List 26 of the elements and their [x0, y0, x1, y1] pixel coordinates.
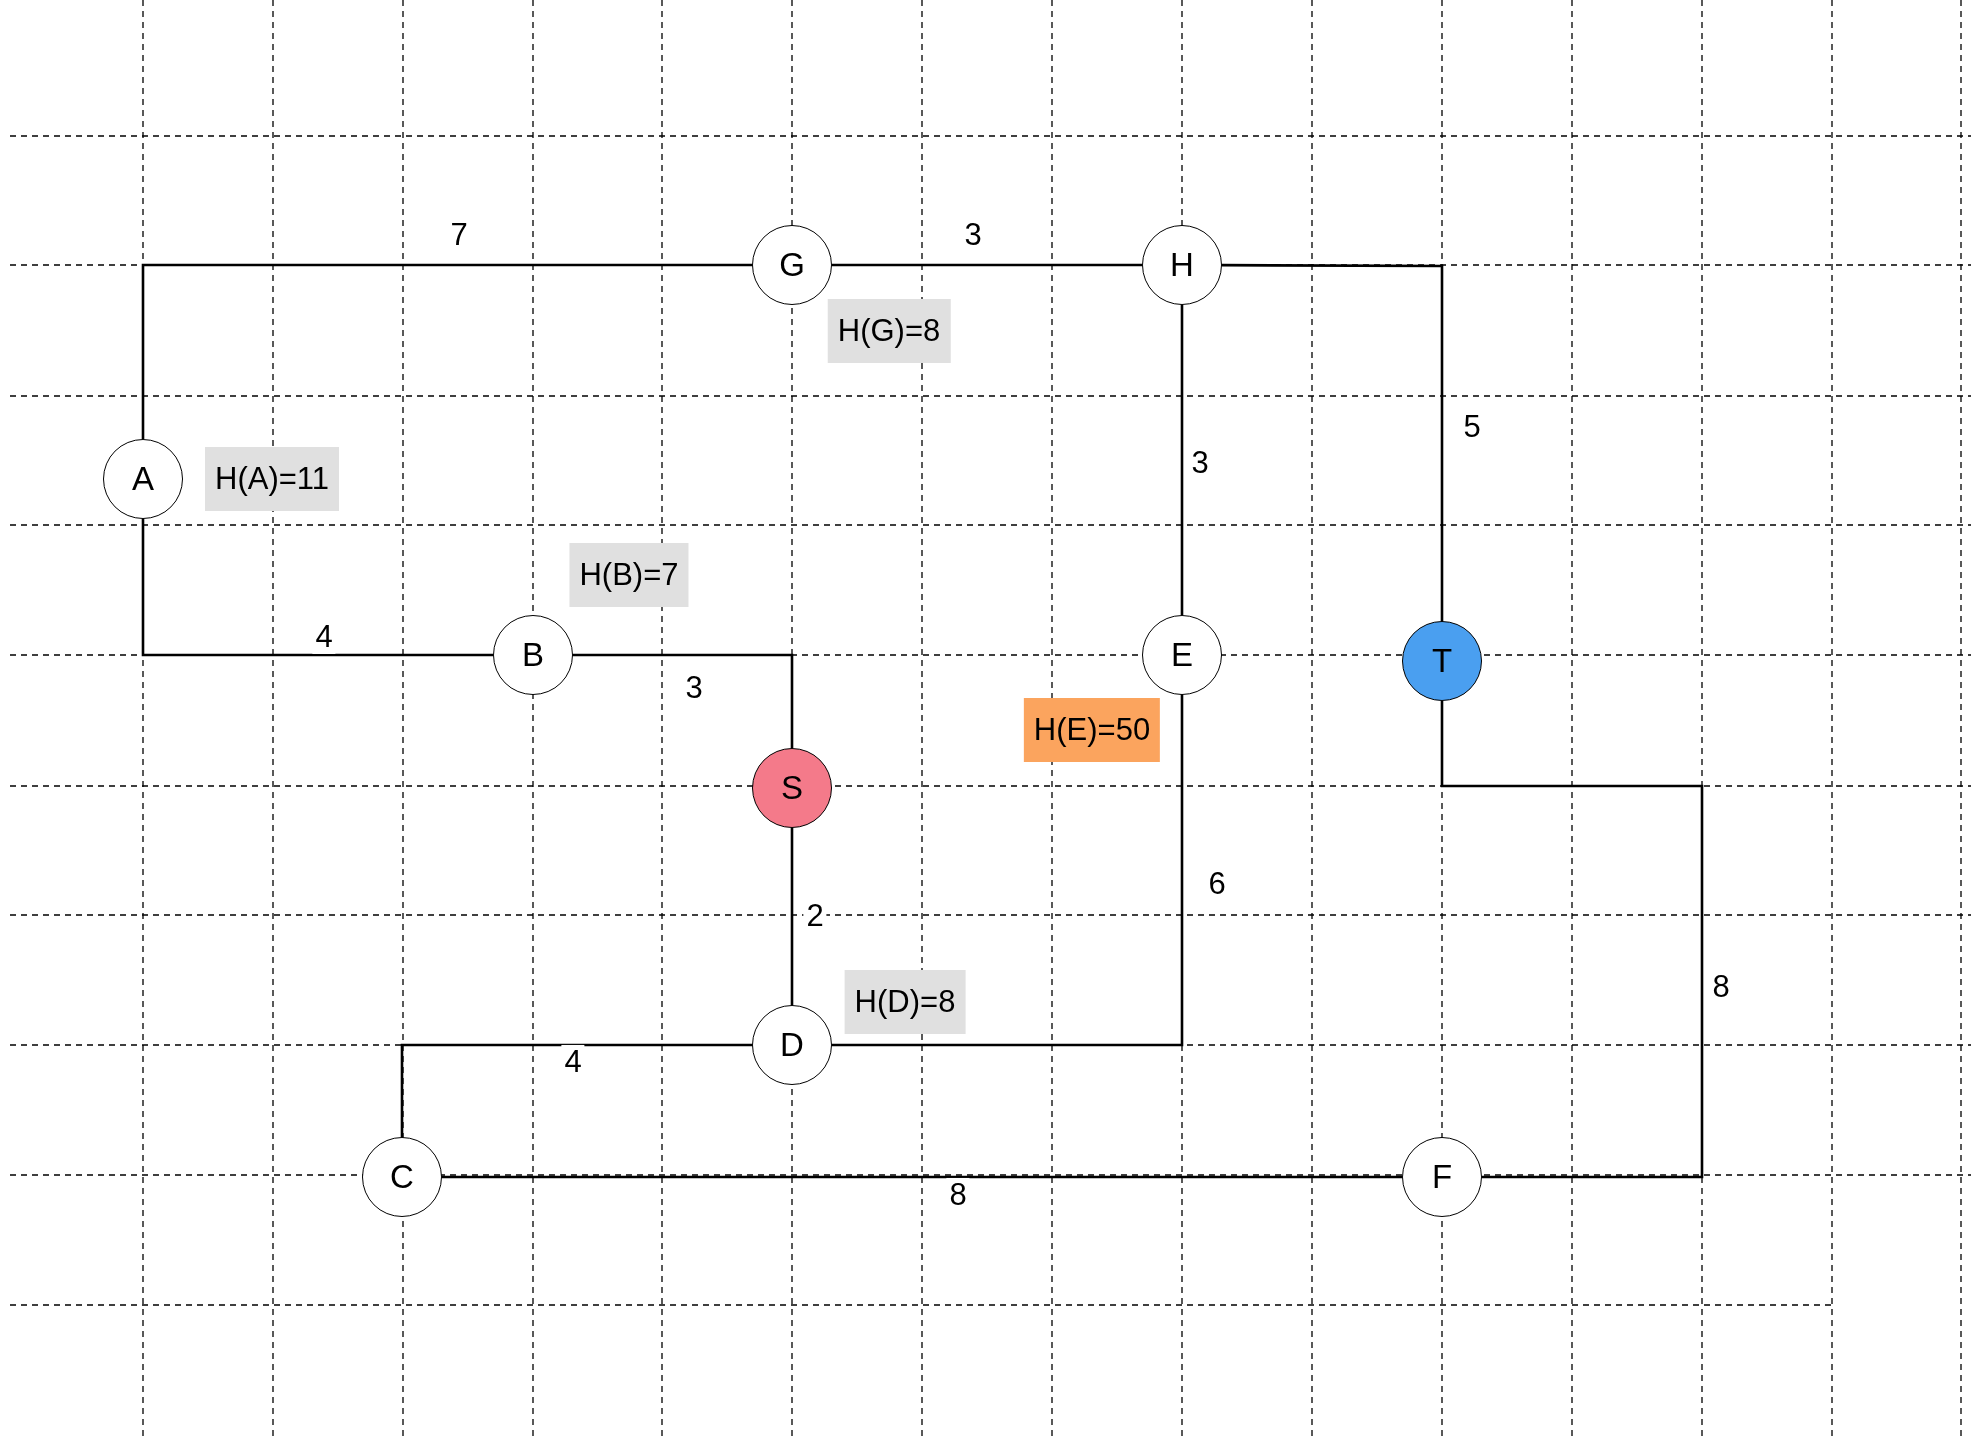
graph-node: S: [752, 748, 832, 828]
connector-line: [573, 653, 794, 748]
graph-node: B: [493, 615, 573, 695]
connector-line: [832, 695, 1184, 1047]
connector-line: [1180, 305, 1184, 615]
graph-node: C: [362, 1137, 442, 1217]
heuristic-tag: H(A)=11: [205, 447, 339, 511]
connector-line: [1440, 701, 1704, 1179]
connector-line: [400, 1043, 752, 1137]
graph-node: F: [1402, 1137, 1482, 1217]
connector-line: [832, 263, 1142, 267]
connector-line: [1222, 263, 1444, 621]
graph-node: A: [103, 439, 183, 519]
connector-line: [790, 828, 794, 1005]
connector-line: [442, 1175, 1402, 1179]
graph-node: E: [1142, 615, 1222, 695]
graph-node: D: [752, 1005, 832, 1085]
connector-line: [141, 263, 752, 439]
heuristic-tag: H(B)=7: [569, 543, 689, 607]
graph-node: H: [1142, 225, 1222, 305]
connector-line: [141, 519, 493, 657]
heuristic-tag: H(E)=50: [1023, 698, 1161, 762]
heuristic-tag: H(G)=8: [827, 299, 951, 363]
heuristic-tag: H(D)=8: [844, 970, 966, 1034]
graph-node: T: [1402, 621, 1482, 701]
graph-node: G: [752, 225, 832, 305]
